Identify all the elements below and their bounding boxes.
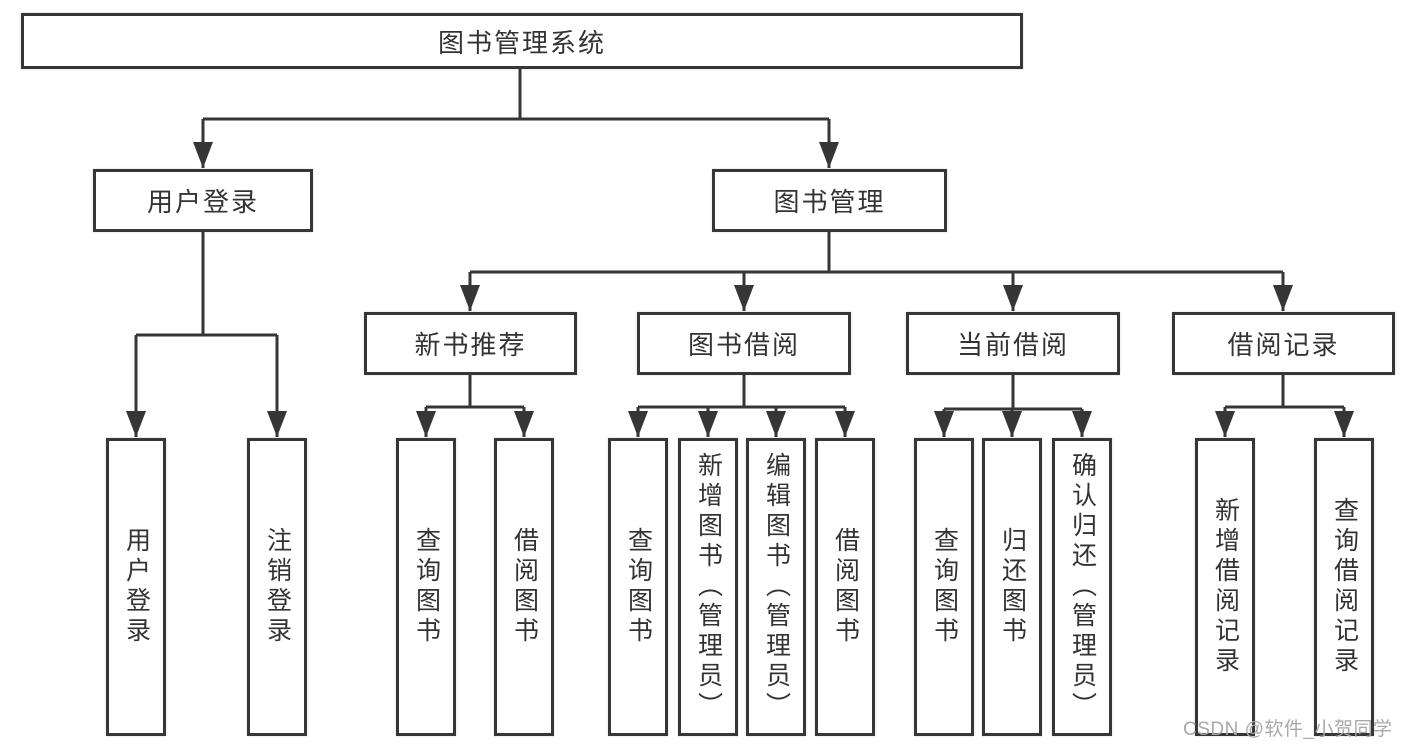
leaf-add-borrow-record: 新增借阅记录 bbox=[1195, 438, 1255, 736]
leaf-query-book-3: 查询图书 bbox=[914, 438, 974, 736]
node-user-login: 用户登录 bbox=[93, 169, 313, 232]
leaf-user-login: 用户登录 bbox=[106, 438, 166, 736]
node-current-borrow: 当前借阅 bbox=[906, 312, 1120, 375]
leaf-query-book-2: 查询图书 bbox=[608, 438, 668, 736]
leaf-add-book-admin: 新增图书（管理员） bbox=[678, 438, 738, 736]
leaf-borrow-book-2: 借阅图书 bbox=[815, 438, 875, 736]
node-new-book-recommend: 新书推荐 bbox=[364, 312, 577, 375]
node-book-management: 图书管理 bbox=[712, 169, 947, 232]
leaf-query-borrow-record: 查询借阅记录 bbox=[1314, 438, 1374, 736]
csdn-watermark: CSDN @软件_小贺同学 bbox=[1183, 719, 1393, 740]
leaf-edit-book-admin: 编辑图书（管理员） bbox=[746, 438, 806, 736]
leaf-borrow-book: 借阅图书 bbox=[494, 438, 554, 736]
node-book-borrow: 图书借阅 bbox=[637, 312, 851, 375]
node-library-management-system: 图书管理系统 bbox=[21, 13, 1023, 69]
leaf-query-book: 查询图书 bbox=[396, 438, 456, 736]
leaf-return-book: 归还图书 bbox=[982, 438, 1042, 736]
node-borrow-records: 借阅记录 bbox=[1172, 312, 1395, 375]
leaf-confirm-return-admin: 确认归还（管理员） bbox=[1052, 438, 1112, 736]
leaf-logout: 注销登录 bbox=[247, 438, 307, 736]
